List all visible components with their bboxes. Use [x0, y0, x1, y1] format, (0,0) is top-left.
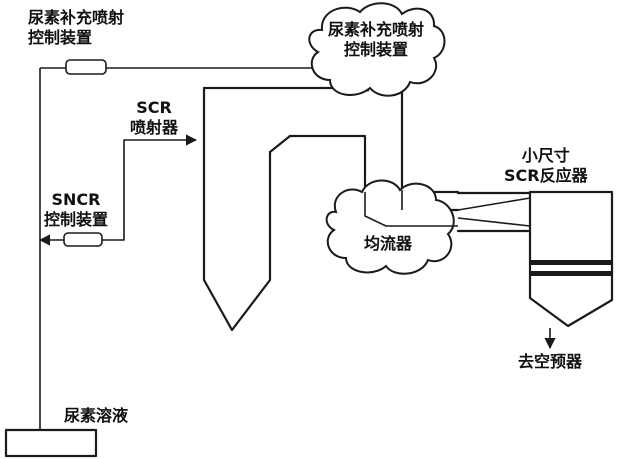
- sncr-control-nozzle: [63, 232, 103, 247]
- urea-control-nozzle-top: [65, 59, 107, 75]
- sncr-to-scr-line: [102, 134, 198, 241]
- label-small-scr: 小尺寸 SCR反应器: [504, 146, 588, 186]
- label-scr-injector: SCR 喷射器: [130, 98, 178, 138]
- label-urea-control-cloud-line1: 尿素补充喷射: [328, 20, 425, 39]
- duct-mid: [457, 197, 531, 211]
- catalyst-layer-2: [531, 271, 611, 276]
- label-urea-control-cloud-line2: 控制装置: [344, 40, 409, 59]
- label-urea-control-cloud: 尿素补充喷射 控制装置: [328, 20, 424, 60]
- flow-equalizer-cloud: [325, 179, 455, 275]
- equalizer-inner-lines: [364, 192, 458, 227]
- label-scr-injector-line1: SCR: [136, 98, 172, 117]
- label-sncr-control-line2: 控制装置: [44, 210, 109, 229]
- small-scr-reactor: [528, 190, 614, 328]
- label-small-scr-line2: SCR反应器: [504, 166, 588, 185]
- label-flow-equalizer: 均流器: [364, 234, 413, 253]
- duct-mid2: [457, 217, 531, 227]
- label-small-scr-line1: 小尺寸: [521, 146, 570, 165]
- catalyst-layer-1: [531, 260, 611, 265]
- label-sncr-control: SNCR 控制装置: [44, 190, 108, 230]
- label-urea-solution: 尿素溶液: [64, 406, 129, 425]
- label-sncr-control-line1: SNCR: [51, 190, 101, 209]
- urea-tank: [4, 428, 98, 458]
- label-scr-injector-line2: 喷射器: [130, 118, 179, 137]
- label-urea-control-left: 尿素补充喷射 控制装置: [28, 8, 124, 48]
- label-urea-control-left-line2: 控制装置: [28, 28, 93, 47]
- label-urea-control-left-line1: 尿素补充喷射: [28, 8, 125, 27]
- label-to-preheater: 去空预器: [518, 352, 583, 371]
- urea-control-cloud: [308, 2, 446, 97]
